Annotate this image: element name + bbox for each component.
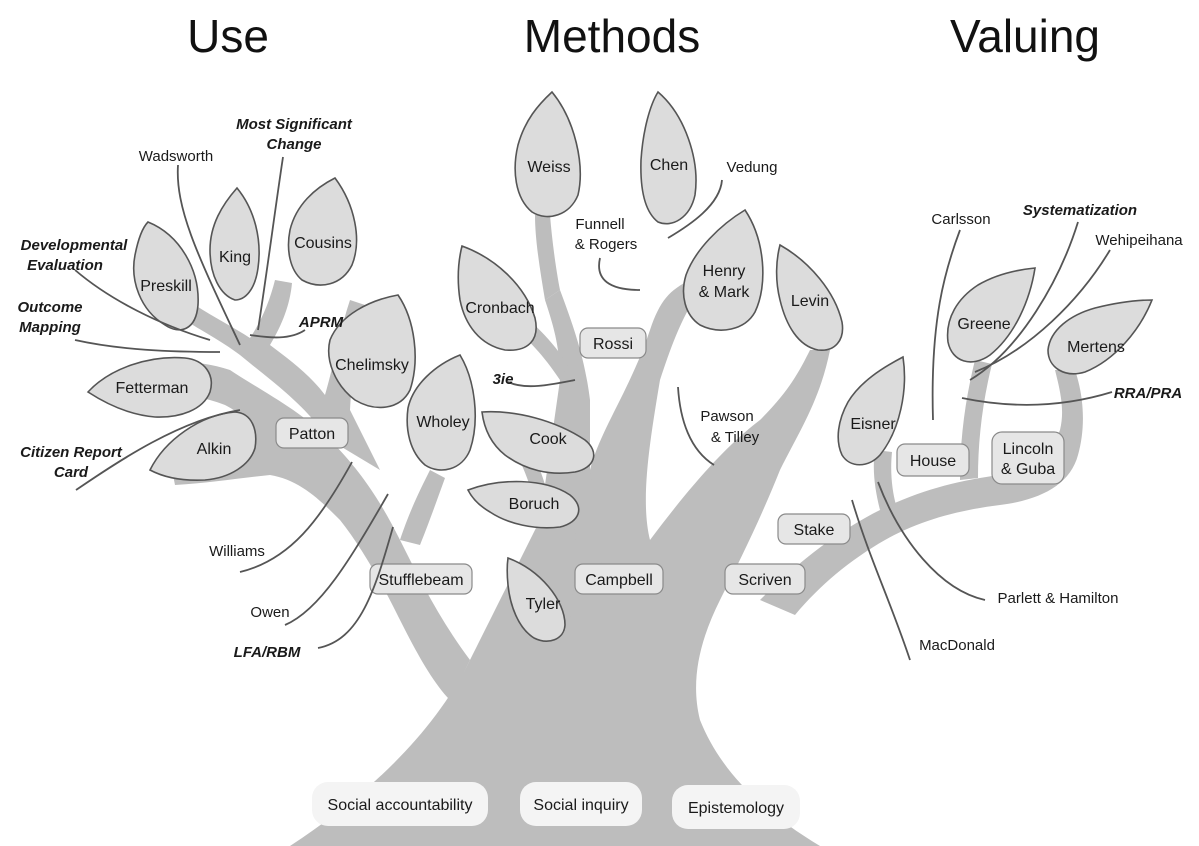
root-social-inquiry: Social inquiry: [520, 782, 642, 826]
leaf-weiss: Weiss: [514, 90, 581, 218]
callout-most-significant-change: Change: [266, 136, 321, 153]
box-label: Stake: [794, 522, 835, 539]
box-label: & Guba: [1001, 461, 1055, 478]
callout-macdonald: MacDonald: [919, 637, 995, 654]
leaf-label: Henry: [703, 263, 746, 280]
leaf-label: King: [219, 249, 251, 266]
leaf-label: Cronbach: [465, 300, 534, 317]
box-house: House: [896, 443, 970, 477]
callout-lines: [74, 156, 1113, 661]
leaf-king: King: [209, 186, 260, 301]
leaf-wholey: Wholey: [406, 354, 476, 471]
leaf-label: Levin: [791, 293, 829, 310]
title-valuing: Valuing: [950, 10, 1100, 62]
callout-citizen-report-card: Citizen Report: [20, 444, 123, 461]
leaf-label: Mertens: [1067, 339, 1125, 356]
leaf-label: Weiss: [527, 159, 570, 176]
leaf-label: Wholey: [416, 414, 469, 431]
leaf-eisner: Eisner: [837, 355, 906, 466]
callout-systematization: Systematization: [1023, 202, 1137, 219]
callout-developmental-evaluation: Evaluation: [27, 257, 103, 274]
callout-pawson-tilley: Pawson: [700, 408, 753, 425]
callout-pawson-tilley: & Tilley: [711, 429, 760, 446]
callout-outcome-mapping: Outcome: [17, 299, 82, 316]
leaf-cousins: Cousins: [287, 176, 358, 286]
leaf-greene: Greene: [946, 267, 1036, 363]
leaf-levin: Levin: [775, 243, 844, 351]
box-campbell: Campbell: [574, 563, 664, 595]
callout-owen: Owen: [250, 604, 289, 621]
callout-developmental-evaluation: Developmental: [21, 237, 129, 254]
leaf-label: Chelimsky: [335, 357, 409, 374]
root-label: Social accountability: [328, 797, 473, 814]
leaf-label: & Mark: [699, 284, 751, 301]
root-social-accountability: Social accountability: [312, 782, 488, 826]
title-methods: Methods: [524, 10, 700, 62]
box-label: House: [910, 453, 956, 470]
box-label: Stufflebeam: [378, 572, 463, 589]
leaf-henry-mark: Henry & Mark: [682, 208, 764, 331]
root-box: [672, 785, 800, 829]
root-box: [312, 782, 488, 826]
box-patton: Patton: [275, 417, 349, 449]
leaf-label: Cousins: [294, 235, 352, 252]
leaf-cronbach: Cronbach: [457, 244, 537, 351]
box-label: Patton: [289, 426, 335, 443]
callout-aprm: APRM: [298, 314, 344, 331]
box-scriven: Scriven: [724, 563, 806, 595]
root-label: Social inquiry: [533, 797, 628, 814]
leaf-label: Eisner: [850, 416, 896, 433]
title-use: Use: [187, 10, 269, 62]
root-label: Epistemology: [688, 800, 784, 817]
leaf-label: Cook: [529, 431, 567, 448]
callout-funnell-rogers: & Rogers: [575, 236, 638, 253]
tree-trunk: [140, 215, 1083, 846]
leaf-label: Greene: [957, 316, 1010, 333]
callout-carlsson: Carlsson: [931, 211, 990, 228]
box-label: Campbell: [585, 572, 653, 589]
callout-rra-pra: RRA/PRA: [1114, 385, 1182, 402]
callout-lfa-rbm: LFA/RBM: [234, 644, 301, 661]
leaf-chen: Chen: [640, 90, 697, 225]
callout-3ie: 3ie: [493, 371, 514, 388]
callout-most-significant-change: Most Significant: [236, 116, 353, 133]
box-label: Scriven: [738, 572, 791, 589]
callout-vedung: Vedung: [727, 159, 778, 176]
root-epistemology: Epistemology: [672, 785, 800, 829]
callout-funnell-rogers: Funnell: [575, 216, 624, 233]
leaf-mertens: Mertens: [1047, 299, 1154, 375]
box-stufflebeam: Stufflebeam: [369, 563, 473, 595]
callout-wehipeihana: Wehipeihana: [1095, 232, 1183, 249]
callout-citizen-report-card: Card: [54, 464, 89, 481]
leaf-alkin: Alkin: [148, 411, 257, 481]
callout-parlett-hamilton: Parlett & Hamilton: [998, 590, 1119, 607]
leaf-label: Fetterman: [116, 380, 189, 397]
leaf-fetterman: Fetterman: [86, 356, 212, 418]
callout-williams: Williams: [209, 543, 265, 560]
root-box: [520, 782, 642, 826]
box-label: Rossi: [593, 336, 633, 353]
box-label: Lincoln: [1003, 441, 1054, 458]
callout-wadsworth: Wadsworth: [139, 148, 213, 165]
leaf-label: Tyler: [526, 596, 561, 613]
leaf-label: Preskill: [140, 278, 192, 295]
leaf-label: Boruch: [509, 496, 560, 513]
leaf-cook: Cook: [481, 410, 595, 474]
leaf-preskill: Preskill: [133, 221, 199, 331]
box-stake: Stake: [777, 513, 851, 545]
leaf-chelimsky: Chelimsky: [328, 294, 416, 409]
callout-outcome-mapping: Mapping: [19, 319, 81, 336]
leaf-label: Chen: [650, 157, 688, 174]
box-rossi: Rossi: [579, 327, 647, 359]
box-lincoln-guba: Lincoln & Guba: [991, 431, 1065, 485]
leaf-tyler: Tyler: [506, 556, 566, 642]
leaf-boruch: Boruch: [466, 480, 580, 529]
leaf-label: Alkin: [197, 441, 232, 458]
